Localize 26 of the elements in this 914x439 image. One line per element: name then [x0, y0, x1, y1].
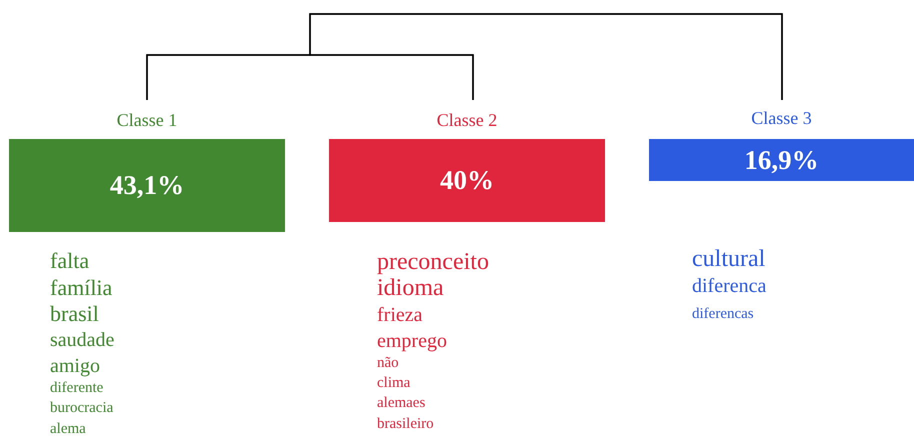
class-word: diferencas — [692, 307, 754, 322]
class-heading: Classe 2 — [436, 110, 498, 131]
class-word: alema — [50, 422, 86, 437]
class-word: preconceito — [377, 250, 489, 274]
class-word: emprego — [377, 331, 447, 351]
percentage-bar: 16,9% — [649, 139, 914, 181]
class-word: brasileiro — [377, 417, 434, 432]
dendrogram-branch — [309, 13, 783, 100]
class-word: clima — [377, 376, 410, 391]
class-word: saudade — [50, 330, 114, 350]
class-word: alemaes — [377, 396, 426, 411]
class-word: frieza — [377, 305, 423, 325]
percentage-bar: 43,1% — [9, 139, 285, 232]
class-word: falta — [50, 250, 90, 272]
class-word: amigo — [50, 356, 100, 376]
class-word: idioma — [377, 276, 444, 300]
percentage-bar: 40% — [329, 139, 605, 222]
class-word: diferenca — [692, 276, 766, 296]
class-heading: Classe 1 — [116, 110, 178, 131]
class-word: brasil — [50, 302, 99, 325]
class-word: não — [377, 356, 399, 371]
class-word: diferente — [50, 381, 104, 396]
class-heading: Classe 3 — [750, 108, 813, 129]
class-word: cultural — [692, 246, 766, 271]
class-word: família — [50, 276, 112, 299]
class-word: burocracia — [50, 401, 114, 416]
